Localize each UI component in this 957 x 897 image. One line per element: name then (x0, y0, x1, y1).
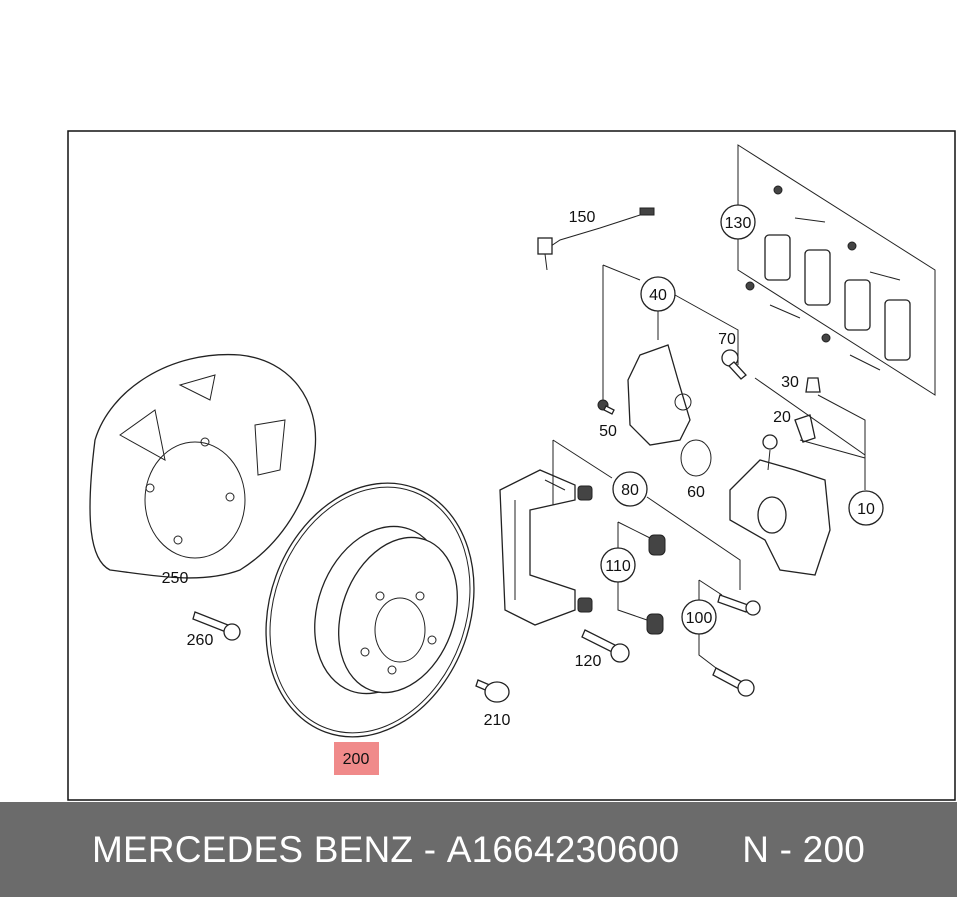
bolt-260-part[interactable] (192, 611, 241, 641)
part-number: A1664230600 (446, 828, 680, 870)
caliper-carrier-part[interactable] (499, 469, 593, 626)
callout-110[interactable]: 110 (600, 547, 636, 583)
svg-text:80: 80 (621, 482, 639, 499)
leader-lines (552, 264, 866, 669)
callout-30[interactable]: 30 (781, 374, 799, 391)
parts-diagram: 150 130 40 70 30 20 50 60 10 80 110 100 … (67, 130, 956, 801)
callout-100[interactable]: 100 (681, 599, 717, 635)
callout-50[interactable]: 50 (599, 423, 617, 440)
svg-text:40: 40 (649, 287, 667, 304)
caliper-housing-part[interactable] (729, 434, 831, 576)
callout-80[interactable]: 80 (612, 471, 648, 507)
svg-text:60: 60 (687, 484, 705, 501)
svg-text:30: 30 (781, 374, 799, 391)
callout-260[interactable]: 260 (187, 632, 214, 649)
callout-150[interactable]: 150 (569, 209, 596, 226)
callout-130[interactable]: 130 (720, 204, 756, 240)
svg-text:20: 20 (773, 409, 791, 426)
svg-text:120: 120 (575, 653, 602, 670)
callout-120[interactable]: 120 (575, 653, 602, 670)
bleeder-screw-part[interactable] (794, 414, 816, 443)
dust-shield-part[interactable] (89, 353, 317, 579)
svg-text:260: 260 (187, 632, 214, 649)
svg-text:100: 100 (686, 610, 713, 627)
svg-text:250: 250 (162, 570, 189, 587)
seal-ring-part[interactable] (680, 439, 712, 477)
position-label: N - 200 (742, 828, 866, 870)
callout-60[interactable]: 60 (687, 484, 705, 501)
brake-pad-kit-part[interactable] (737, 144, 936, 396)
wear-sensor-part[interactable] (537, 207, 655, 271)
svg-text:110: 110 (605, 558, 631, 575)
brake-disc-part[interactable] (232, 454, 509, 767)
svg-text:150: 150 (569, 209, 596, 226)
svg-text:210: 210 (484, 712, 511, 729)
callout-210[interactable]: 210 (484, 712, 511, 729)
svg-text:200: 200 (343, 751, 370, 768)
callout-250[interactable]: 250 (162, 570, 189, 587)
callout-20[interactable]: 20 (773, 409, 791, 426)
bolt-120-part[interactable] (581, 629, 630, 663)
svg-text:50: 50 (599, 423, 617, 440)
callout-10[interactable]: 10 (848, 490, 884, 526)
svg-text:130: 130 (725, 215, 752, 232)
parking-brake-motor-part[interactable] (627, 344, 692, 446)
brand-name: MERCEDES BENZ (91, 828, 414, 870)
guide-bushing-part[interactable] (646, 534, 666, 635)
guide-bolt-part[interactable] (712, 594, 761, 697)
separator: - (423, 828, 437, 870)
screw-210-part[interactable] (475, 679, 510, 703)
bolt-70-part[interactable] (721, 349, 747, 380)
dust-cap-part[interactable] (805, 377, 821, 393)
callout-200-highlighted[interactable]: 200 (334, 742, 379, 775)
callout-40[interactable]: 40 (640, 276, 676, 312)
svg-text:70: 70 (718, 331, 736, 348)
part-info-footer: MERCEDES BENZ - A1664230600 N - 200 (0, 802, 957, 897)
svg-text:10: 10 (857, 501, 875, 518)
callout-70[interactable]: 70 (718, 331, 736, 348)
